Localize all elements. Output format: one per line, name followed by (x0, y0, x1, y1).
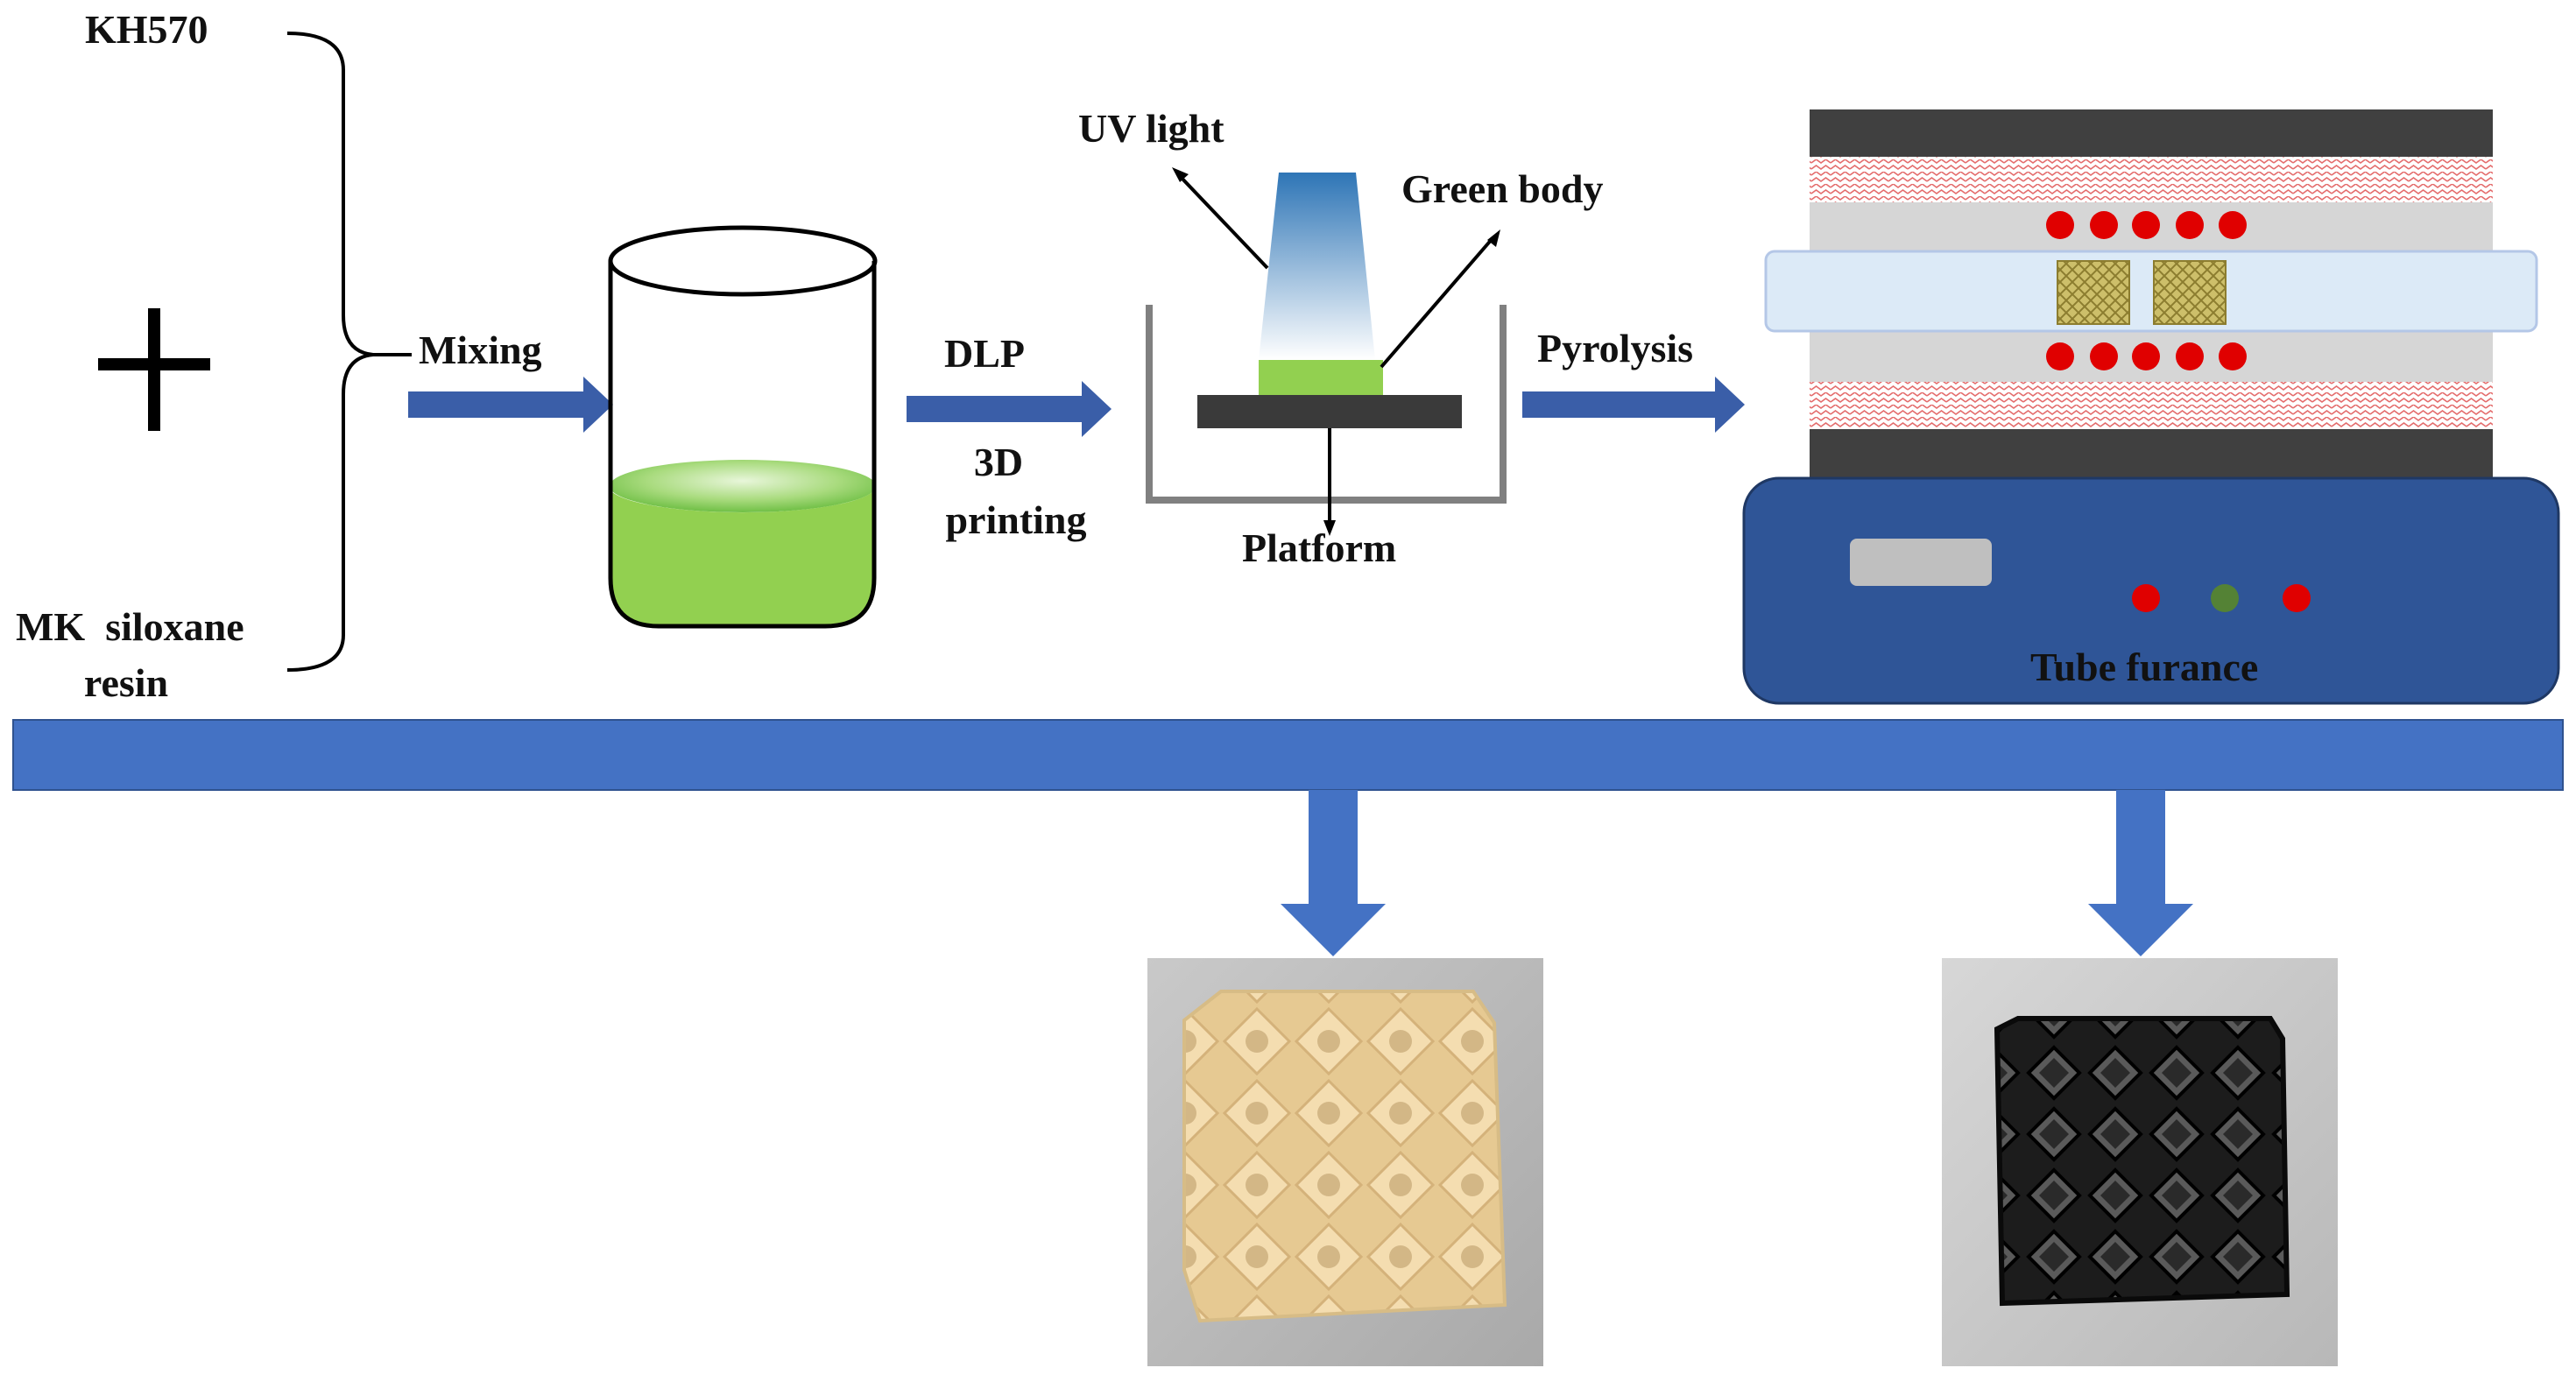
curly-brace (286, 32, 374, 672)
dlp-flow-arrow-icon (907, 381, 1112, 437)
mixing-label: Mixing (419, 328, 542, 372)
pyrolysis-label: Pyrolysis (1537, 326, 1694, 370)
mk-siloxane-resin-label-line2: resin (83, 660, 169, 705)
plus-icon (98, 308, 210, 431)
down-arrow-right-icon (2088, 790, 2193, 956)
green-body-label: Green body (1401, 166, 1604, 211)
green-body-lattice-photo (1147, 958, 1543, 1366)
beaker-icon (608, 225, 878, 629)
indicator-light-left (2132, 584, 2160, 612)
3d-printing-label-line1: 3D (973, 440, 1024, 484)
pyrolysis-flow-arrow-icon (1522, 377, 1745, 433)
ceramic-lattice-photo (1942, 958, 2338, 1366)
heater-dots-bottom (2046, 342, 2247, 370)
kh570-label: KH570 (85, 7, 208, 52)
uv-light-label: UV light (1078, 106, 1224, 151)
indicator-light-right (2283, 584, 2311, 612)
dlp-printer-icon (1146, 167, 1507, 536)
tube-furnace-label: Tube furance (2030, 645, 2259, 689)
dlp-label: DLP (944, 331, 1025, 376)
down-arrow-left-icon (1281, 790, 1386, 956)
indicator-light-center (2211, 584, 2239, 612)
heater-dots-top (2046, 211, 2247, 239)
platform-label: Platform (1242, 525, 1397, 570)
process-bar (12, 719, 2564, 791)
mk-siloxane-resin-label-line1: MK siloxane (16, 604, 244, 649)
tube-furnace-icon (1742, 109, 2560, 705)
mixing-flow-arrow-icon (408, 377, 613, 433)
3d-printing-label-line2: printing (945, 497, 1087, 542)
